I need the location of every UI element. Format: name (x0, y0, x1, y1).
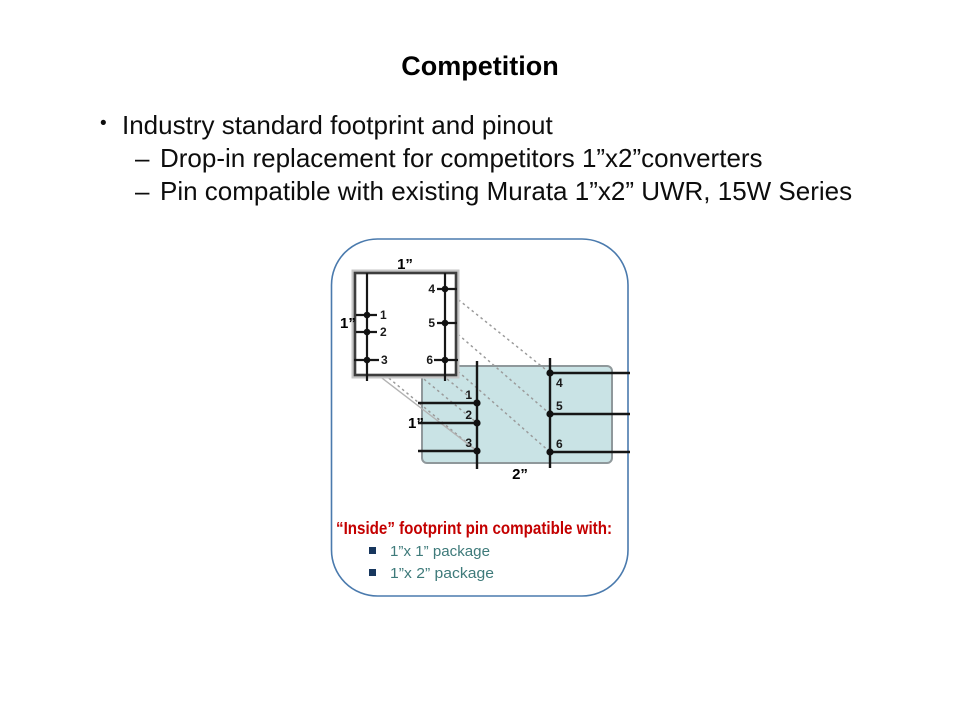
bullet-item-main: Industry standard footprint and pinout (122, 110, 553, 140)
pin-label: 1 (380, 308, 387, 322)
compat-item-2: 1”x 2” package (390, 565, 494, 582)
pin-label: 4 (556, 376, 563, 390)
pin-label: 4 (428, 282, 435, 296)
pin-label: 3 (465, 436, 472, 450)
inside-compat-caption: “Inside” footprint pin compatible with: (336, 518, 612, 538)
pin-label: 3 (381, 353, 388, 367)
sub-bullet-2: Pin compatible with existing Murata 1”x2… (160, 176, 853, 206)
dim-label-1x2-width: 2” (512, 466, 528, 483)
package-1x2-pins: 1 2 3 4 5 6 (418, 358, 630, 469)
pin-label: 6 (556, 437, 563, 451)
projection-line (377, 374, 478, 452)
pin-label: 2 (465, 408, 472, 422)
page-title: Competition (401, 51, 559, 81)
dash-icon: – (135, 176, 150, 206)
square-bullet-icon (369, 569, 376, 576)
pin-label: 2 (380, 325, 387, 339)
dim-label-1x1-height: 1” (340, 315, 356, 332)
package-1x1-pins: 1 2 3 4 5 6 (354, 273, 458, 381)
dim-label-1x2-height: 1” (408, 415, 424, 432)
footprint-diagram: 1 2 3 4 5 6 1 2 3 4 5 (330, 238, 630, 597)
dash-icon: – (135, 143, 150, 173)
square-bullet-icon (369, 547, 376, 554)
pin-label: 5 (556, 399, 563, 413)
sub-bullet-1: Drop-in replacement for competitors 1”x2… (160, 143, 763, 173)
pin-label: 1 (465, 388, 472, 402)
pin-label: 5 (428, 316, 435, 330)
dim-label-1x1-width: 1” (397, 256, 413, 273)
compat-item-1: 1”x 1” package (390, 543, 490, 560)
bullet-icon: • (100, 113, 107, 134)
pin-label: 6 (426, 353, 433, 367)
